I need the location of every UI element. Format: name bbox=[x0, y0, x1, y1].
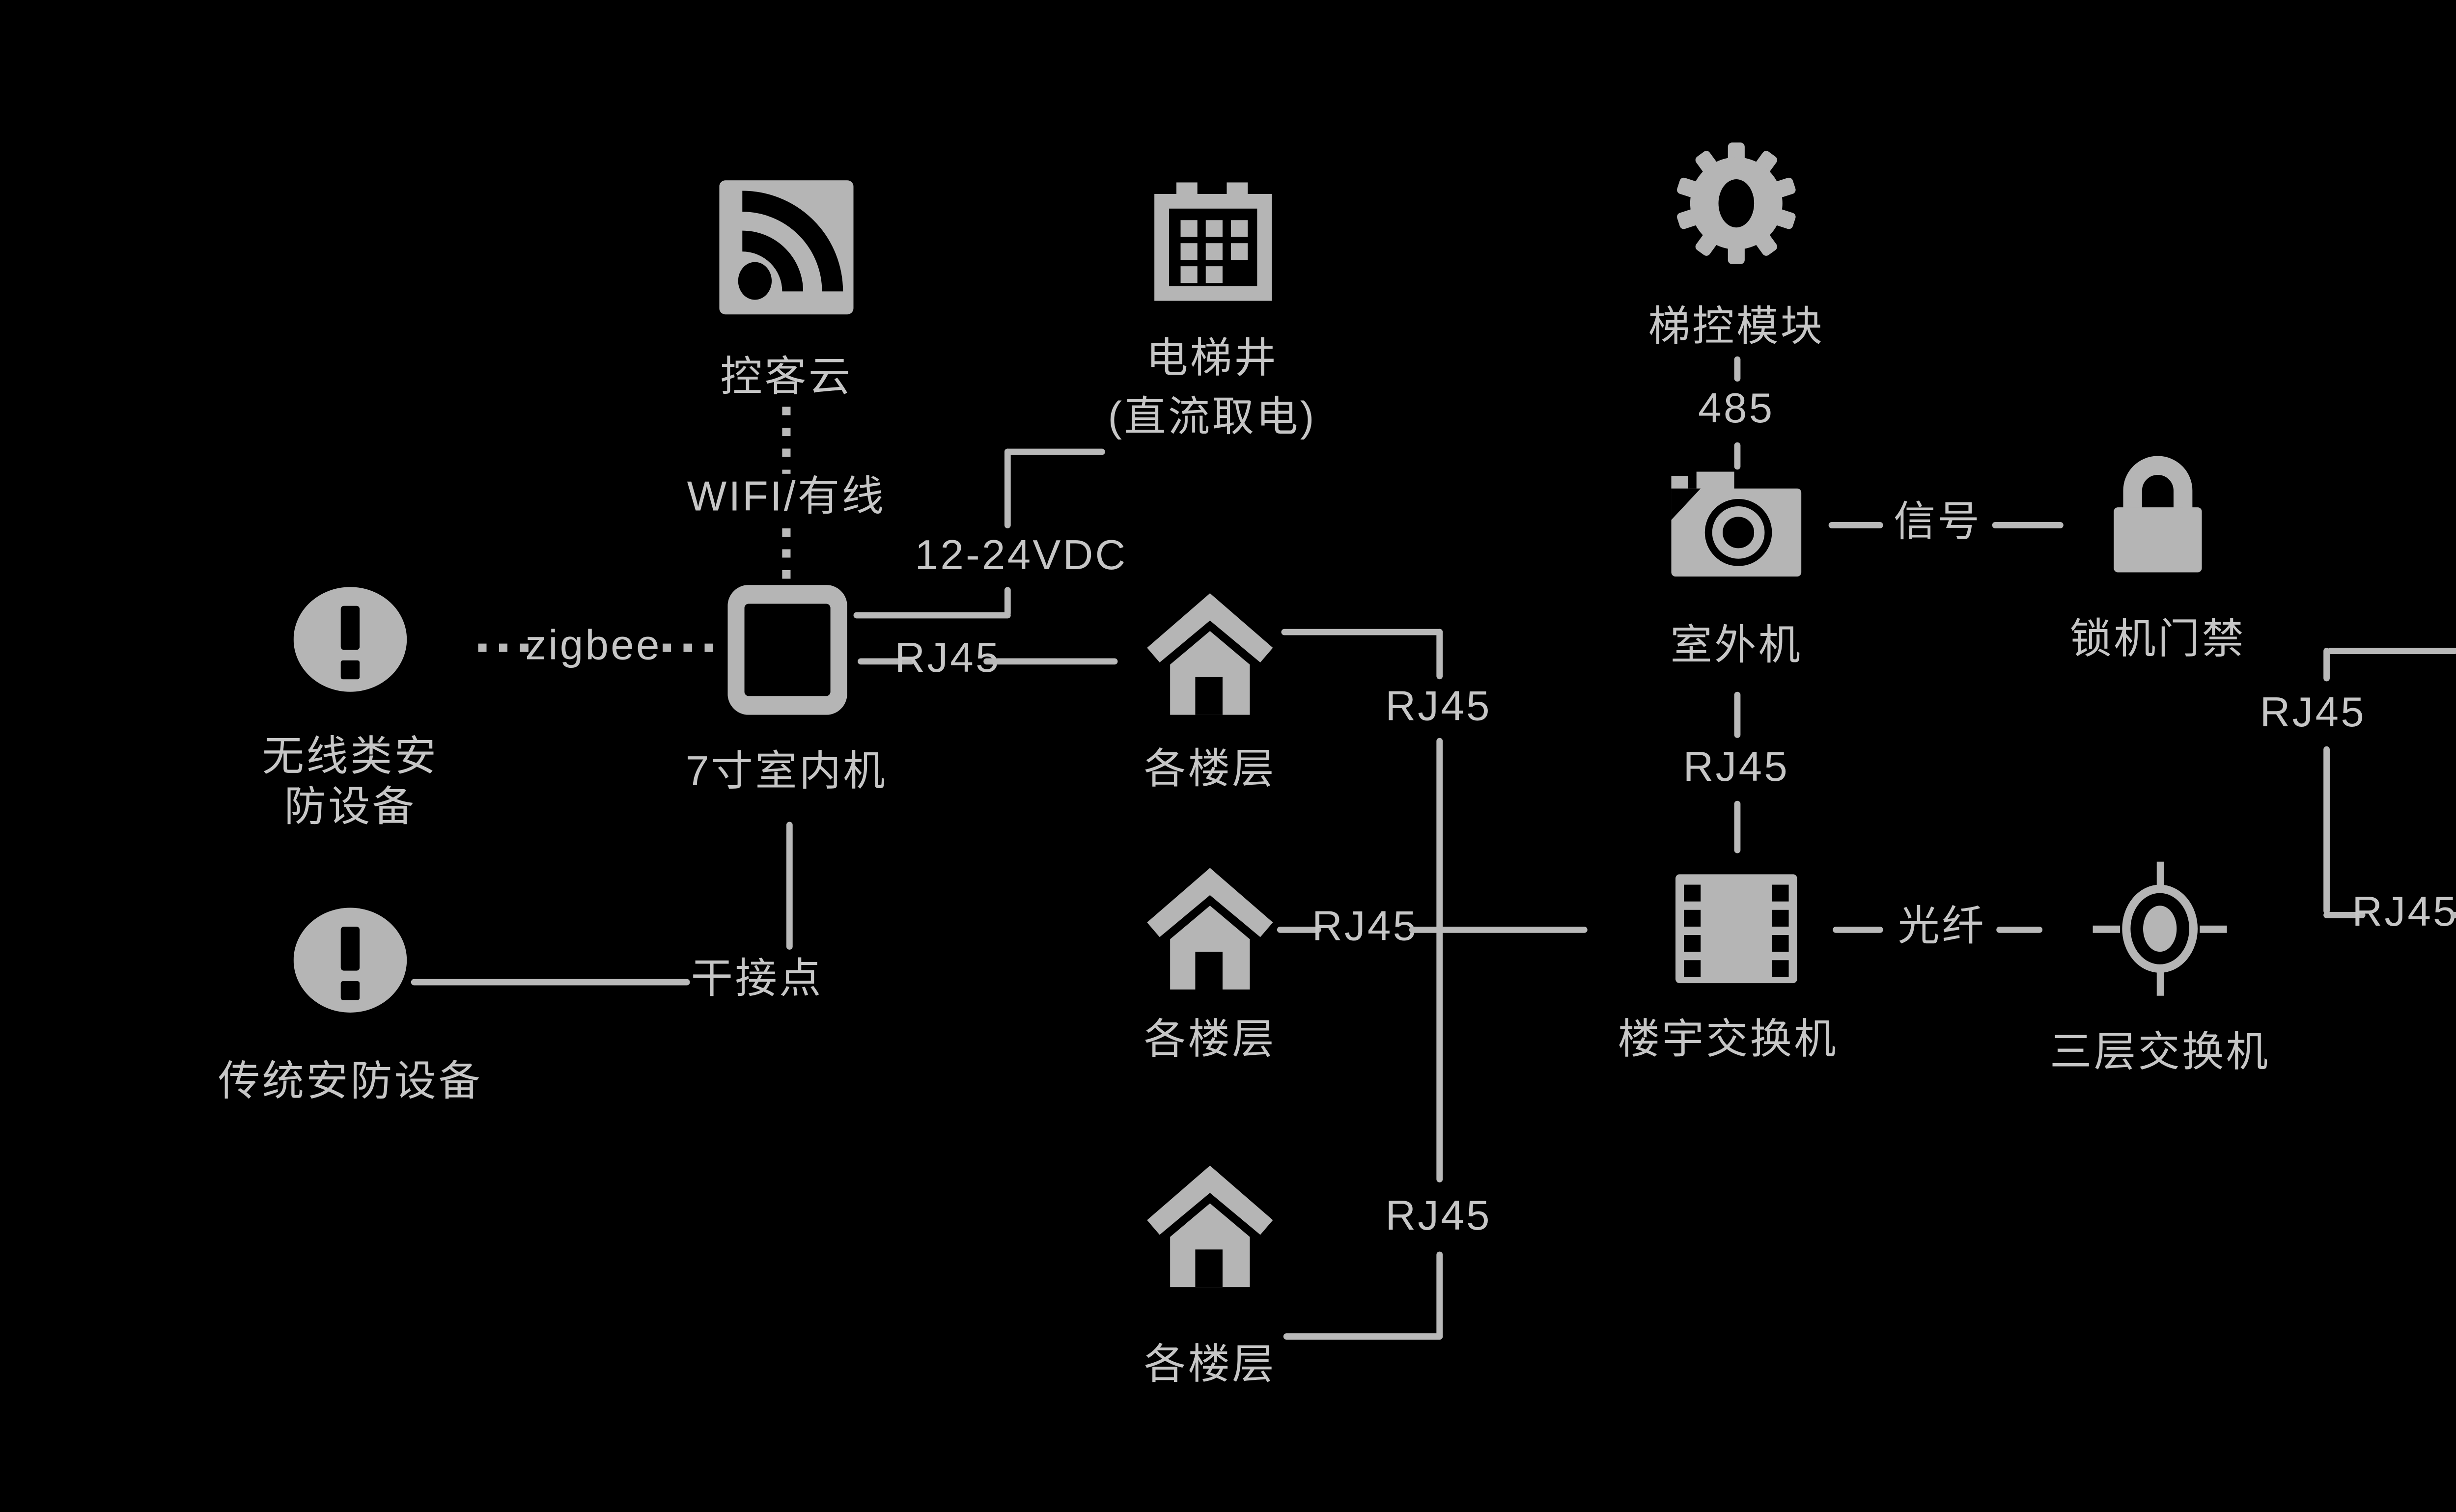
floor3-elbow-line bbox=[1283, 1333, 1443, 1340]
house-icon-floor3 bbox=[1145, 1165, 1275, 1288]
pc-stub-line bbox=[2451, 912, 2456, 918]
gear-icon-elevator-control bbox=[1674, 140, 1799, 266]
zigbee-label: zigbee bbox=[525, 624, 662, 670]
elevator-shaft-label: 电梯井 bbox=[1146, 336, 1279, 383]
lock-icon bbox=[2099, 449, 2216, 575]
building-switch-icon bbox=[1675, 874, 1797, 984]
power-line-top bbox=[1004, 448, 1105, 455]
rj45-floor3-label: RJ45 bbox=[1385, 1194, 1492, 1240]
indoor-unit-label: 7寸室内机 bbox=[685, 749, 888, 796]
legacy-security-alert-icon bbox=[293, 904, 407, 1017]
floor1-label: 各楼层 bbox=[1144, 747, 1276, 794]
floor2-to-switch-line bbox=[1409, 926, 1588, 933]
pc-elbow-line bbox=[2323, 912, 2366, 918]
elevator-control-label: 梯控模块 bbox=[1648, 305, 1825, 352]
indoor-unit-tablet-icon bbox=[727, 585, 847, 715]
bus485-label: 485 bbox=[1698, 386, 1775, 433]
floor1-elbow-line bbox=[1436, 629, 1443, 680]
guard-link-line bbox=[2327, 648, 2456, 654]
power-line-upper bbox=[1004, 448, 1011, 528]
floor3-trunk-line bbox=[1436, 1251, 1443, 1340]
lock-access-label: 锁机门禁 bbox=[2069, 617, 2246, 664]
power-line-to-indoor bbox=[853, 612, 1011, 619]
rj45-floor1-label: RJ45 bbox=[1385, 684, 1492, 731]
camera-icon-outdoor-unit bbox=[1669, 469, 1803, 578]
rss-cloud-icon bbox=[719, 180, 854, 315]
power-line-lower bbox=[1004, 587, 1011, 617]
house-icon-floor2 bbox=[1145, 868, 1275, 990]
zigbee-dots-right bbox=[663, 643, 713, 652]
guard-elbow-line bbox=[2323, 648, 2330, 682]
bus485-dash-top bbox=[1734, 356, 1741, 382]
rj45-outdoor-dash-bottom bbox=[1734, 800, 1741, 853]
rj45-guard-label: RJ45 bbox=[2260, 690, 2367, 737]
floor2-label: 各楼层 bbox=[1144, 1017, 1276, 1064]
calendar-icon bbox=[1153, 182, 1273, 302]
konke-cloud-label: 控客云 bbox=[720, 355, 853, 402]
wifi-wired-label: WIFI/有线 bbox=[687, 474, 886, 521]
layer3-switch-label: 三层交换机 bbox=[2050, 1030, 2270, 1077]
rj45-outdoor-label: RJ45 bbox=[1683, 745, 1790, 792]
wireless-security-label-line1: 无线类安 bbox=[262, 735, 439, 781]
floor1-link-line bbox=[1281, 629, 1443, 635]
indoor-to-dry-contact-line bbox=[786, 822, 793, 950]
dotted-link-cloud bbox=[782, 407, 791, 474]
house-icon-floor1 bbox=[1145, 593, 1275, 715]
building-switch-label: 楼宇交换机 bbox=[1618, 1017, 1838, 1064]
floor3-label: 各楼层 bbox=[1144, 1343, 1276, 1389]
guard-pc-trunk-line bbox=[2323, 746, 2330, 914]
dry-contact-line bbox=[411, 979, 690, 986]
fiber-label: 光纤 bbox=[1898, 905, 1986, 951]
fiber-stub-right bbox=[1996, 926, 2043, 933]
fiber-stub-left bbox=[1833, 926, 1883, 933]
signal-stub-right bbox=[1992, 522, 2064, 528]
wireless-security-alert-icon bbox=[293, 583, 407, 696]
signal-stub-left bbox=[1828, 522, 1883, 528]
rj45-indoor-label: RJ45 bbox=[894, 636, 1001, 683]
wireless-security-label-line2: 防设备 bbox=[284, 785, 417, 831]
legacy-security-label: 传统安防设备 bbox=[218, 1060, 482, 1106]
dotted-link-indoor bbox=[782, 528, 791, 604]
rj45-outdoor-dash-top bbox=[1734, 691, 1741, 738]
bus485-dash-bottom bbox=[1734, 442, 1741, 470]
layer3-switch-icon bbox=[2093, 861, 2227, 996]
rj45-indoor-stub-right bbox=[983, 658, 1118, 665]
rj45-indoor-stub-left bbox=[858, 658, 915, 665]
zigbee-dots-left bbox=[478, 643, 529, 652]
rj45-pc-label: RJ45 bbox=[2352, 890, 2456, 936]
floor2-stub-line bbox=[1277, 926, 1321, 933]
floor-trunk-line bbox=[1436, 738, 1443, 1182]
dry-contact-label: 干接点 bbox=[691, 957, 823, 1003]
elevator-shaft-sublabel: (直流取电) bbox=[1108, 395, 1316, 441]
signal-label: 信号 bbox=[1893, 500, 1982, 547]
power-label: 12-24VDC bbox=[915, 533, 1128, 580]
outdoor-unit-label: 室外机 bbox=[1670, 624, 1803, 670]
rj45-floor2-label: RJ45 bbox=[1312, 905, 1419, 951]
